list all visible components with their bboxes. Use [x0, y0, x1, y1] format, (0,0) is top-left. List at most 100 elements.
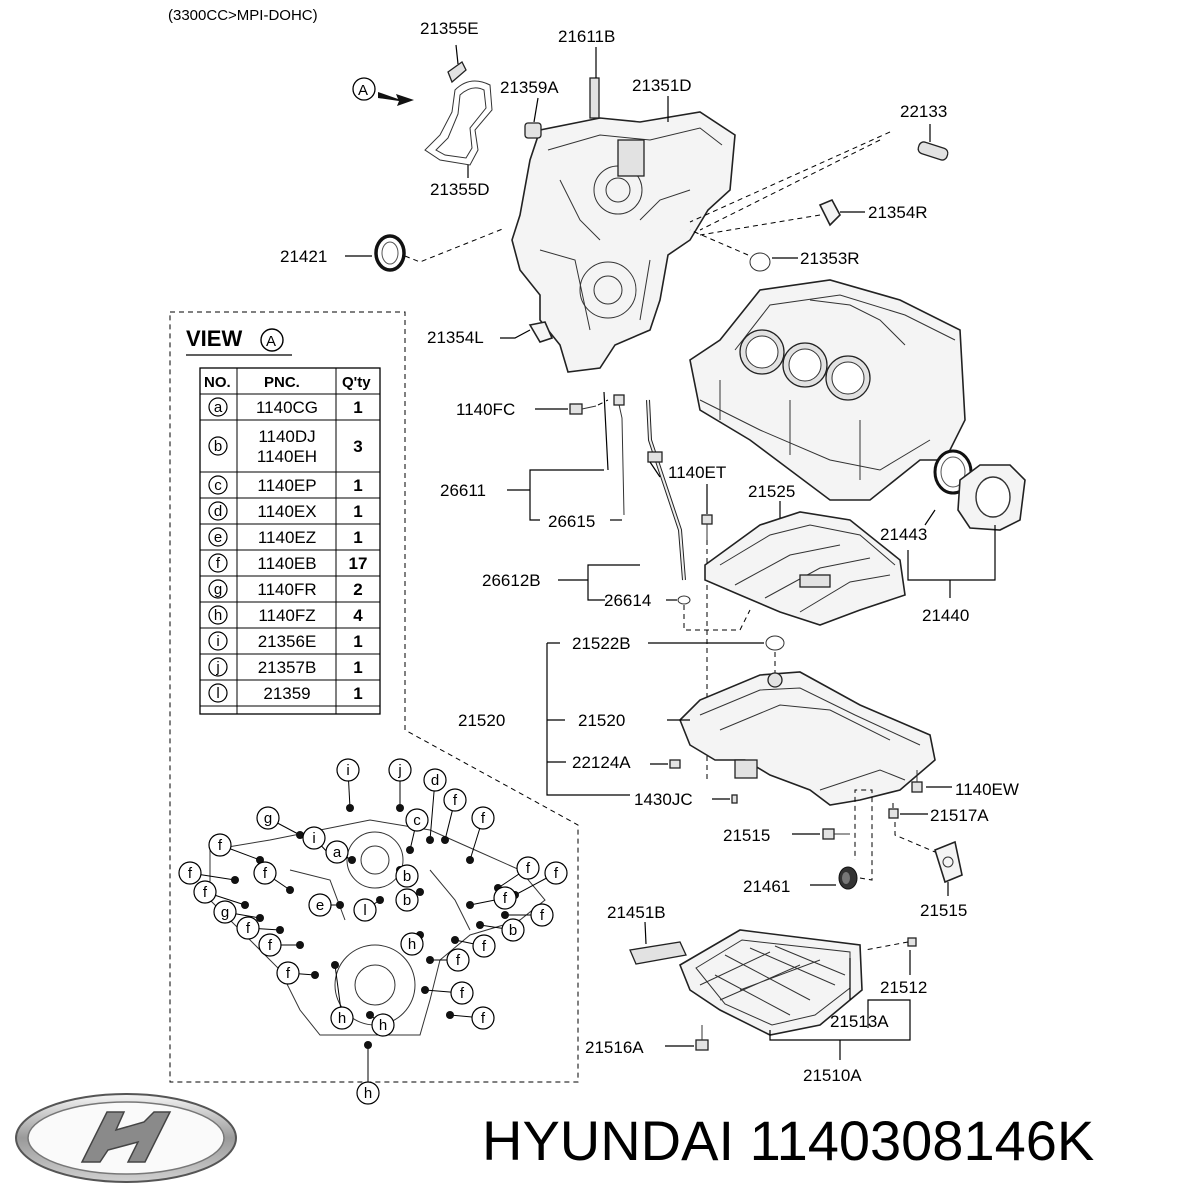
engine-spec-header: (3300CC>MPI-DOHC)	[168, 7, 318, 24]
row-no: j	[215, 659, 219, 676]
bolt-letter-circle	[258, 933, 282, 957]
part-21354L	[528, 321, 554, 343]
bolt-dot	[311, 971, 319, 979]
view-arrow-marker: A	[352, 77, 414, 106]
callout-21517A: 21517A	[930, 806, 989, 825]
callout-21510A: 21510A	[803, 1066, 862, 1085]
bolt-letter-circle	[325, 840, 349, 864]
bolt-letter-circle	[423, 768, 447, 792]
bolt-letter: b	[509, 922, 517, 939]
bolt-letter-circle	[388, 758, 412, 782]
row-letter-circle	[208, 553, 228, 573]
row-no: e	[214, 529, 222, 546]
bolt-dot	[501, 911, 509, 919]
bolt-letter-circle	[356, 1081, 380, 1105]
bolt-letter-circle	[472, 934, 496, 958]
callout-21443: 21443	[880, 525, 927, 544]
bolt-callout-h: h	[366, 1011, 395, 1037]
callout-21520-left: 21520	[458, 711, 505, 730]
row-letter-circle	[208, 605, 228, 625]
bolt-callout-f: f	[208, 833, 264, 864]
seal-21421	[374, 234, 406, 272]
bolt-letter: h	[408, 936, 416, 953]
row-pnc: 21356E	[258, 632, 317, 651]
bolt-letter: h	[379, 1017, 387, 1034]
bolt-callout-e: e	[308, 893, 344, 917]
bolt-callout-f: f	[466, 886, 517, 910]
table-header-qty: Q'ty	[342, 374, 371, 391]
bolt-dot	[396, 804, 404, 812]
row-qty: 1	[353, 684, 362, 703]
bolt-letter-circle	[213, 900, 237, 924]
callout-21512: 21512	[880, 978, 927, 997]
row-pnc: 1140FR	[257, 580, 316, 599]
callout-1140EW: 1140EW	[955, 780, 1019, 799]
bolt-dot	[364, 1041, 372, 1049]
bolt-callout-j: j	[388, 758, 412, 812]
row-qty: 17	[349, 554, 368, 573]
callout-21421: 21421	[280, 247, 327, 266]
row-qty: 1	[353, 476, 362, 495]
bolt-callout-b: b	[395, 864, 419, 888]
bolt-letter-circle	[530, 903, 554, 927]
callout-1140FC: 1140FC	[456, 400, 515, 419]
view-a-border	[169, 311, 579, 1083]
bolt-letter-circle	[516, 856, 540, 880]
bolt-letter: f	[456, 952, 461, 969]
gasket-21355D	[424, 80, 493, 166]
bolt-letter: g	[264, 810, 272, 827]
bolt-1140FC	[569, 403, 597, 415]
part-21461	[838, 866, 858, 890]
bolt-dot	[426, 956, 434, 964]
callout-21516A: 21516A	[585, 1038, 644, 1057]
bolt-callout-f: f	[441, 788, 467, 844]
bolt-letter-circle	[371, 1013, 395, 1037]
part-21611B	[589, 47, 600, 119]
row-pnc: 1140EX	[257, 502, 316, 521]
bolt-callout-f: f	[253, 861, 294, 894]
bolt-dot	[476, 921, 484, 929]
callout-26612B: 26612B	[482, 571, 541, 590]
bolt-callout-i: i	[336, 758, 360, 812]
bolt-letter-circle	[443, 788, 467, 812]
bolt-callout-a: a	[325, 840, 356, 864]
bolt-letter: e	[316, 897, 324, 914]
row-pnc: 21357B	[258, 658, 317, 677]
seal-case-21440	[957, 464, 1026, 531]
bolt-dot	[296, 941, 304, 949]
table-header-no: NO.	[204, 374, 231, 391]
bolt-callout-f: f	[451, 934, 496, 958]
bolt-dot	[451, 936, 459, 944]
bolt-letter: f	[203, 884, 208, 901]
bolt-dot	[348, 856, 356, 864]
bolt-dot	[336, 901, 344, 909]
callout-26615: 26615	[548, 512, 595, 531]
row-qty: 1	[353, 528, 362, 547]
row-pnc: 1140FZ	[258, 606, 315, 625]
bolt-letter: h	[364, 1085, 372, 1102]
view-marker: A	[266, 333, 276, 350]
ladder-frame-21525	[704, 511, 906, 626]
bolt-callout-d: d	[423, 768, 447, 844]
row-qty: 1	[353, 658, 362, 677]
bolt-letter-circle	[236, 916, 260, 940]
row-letter-circle	[208, 501, 228, 521]
callout-1430JC: 1430JC	[634, 790, 693, 809]
bolt-letter: i	[346, 762, 349, 779]
row-letter-circle	[208, 579, 228, 599]
bolt-dot	[421, 986, 429, 994]
callout-1140ET: 1140ET	[668, 463, 726, 482]
row-no: b	[214, 438, 222, 455]
bolt-letter-circle	[353, 898, 377, 922]
bolt-letter: b	[403, 868, 411, 885]
row-letter-circle	[208, 631, 228, 651]
bolt-callout-b: b	[395, 888, 424, 912]
bolt-callout-f: f	[466, 806, 495, 864]
bolt-21515-left	[822, 828, 850, 840]
bolt-letter: f	[526, 860, 531, 877]
bolt-letter: f	[482, 938, 487, 955]
bolt-letter-circle	[446, 948, 470, 972]
